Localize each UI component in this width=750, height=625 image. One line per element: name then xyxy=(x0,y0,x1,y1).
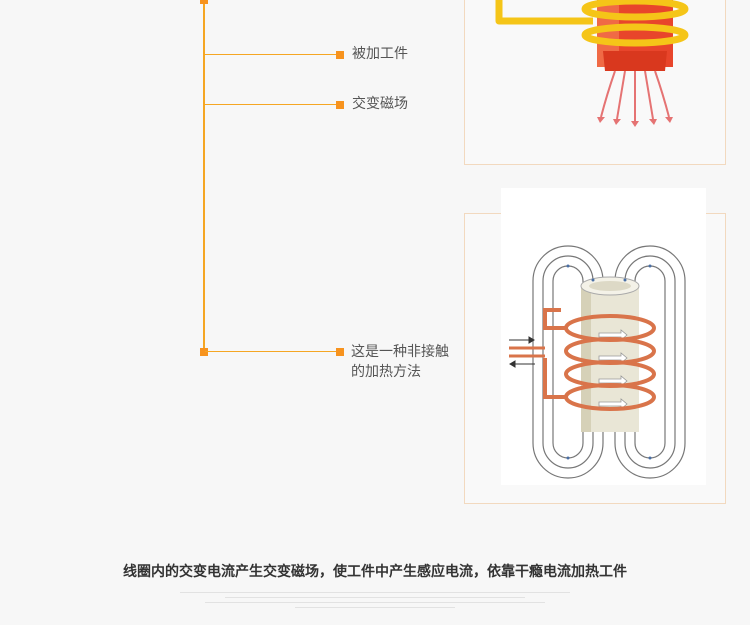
label-alternating-field: 交变磁场 xyxy=(352,96,408,112)
diagram-caption: 线圈内的交变电流产生交变磁场，使工件中产生感应电流，依靠干瘾电流加热工件 xyxy=(123,564,627,580)
connector-field xyxy=(205,104,338,105)
timeline-vertical-line xyxy=(203,0,205,352)
induction-coil-diagram xyxy=(509,245,686,479)
fine-print-decoration xyxy=(150,588,600,608)
connector-method xyxy=(205,351,338,352)
connector-node-workpiece xyxy=(336,51,344,59)
label-method-line1: 这是一种非接触 xyxy=(351,344,449,360)
connector-workpiece xyxy=(205,54,338,55)
induction-diagram-panel xyxy=(501,188,706,485)
heating-workpiece-illustration xyxy=(495,0,689,127)
label-workpiece: 被加工件 xyxy=(352,46,408,62)
timeline-node-top xyxy=(200,0,208,4)
timeline-node-bottom xyxy=(200,348,208,356)
label-method-line2: 的加热方法 xyxy=(351,364,421,380)
connector-node-method xyxy=(336,348,344,356)
illustration-heating-frame xyxy=(464,0,726,165)
connector-node-field xyxy=(336,101,344,109)
